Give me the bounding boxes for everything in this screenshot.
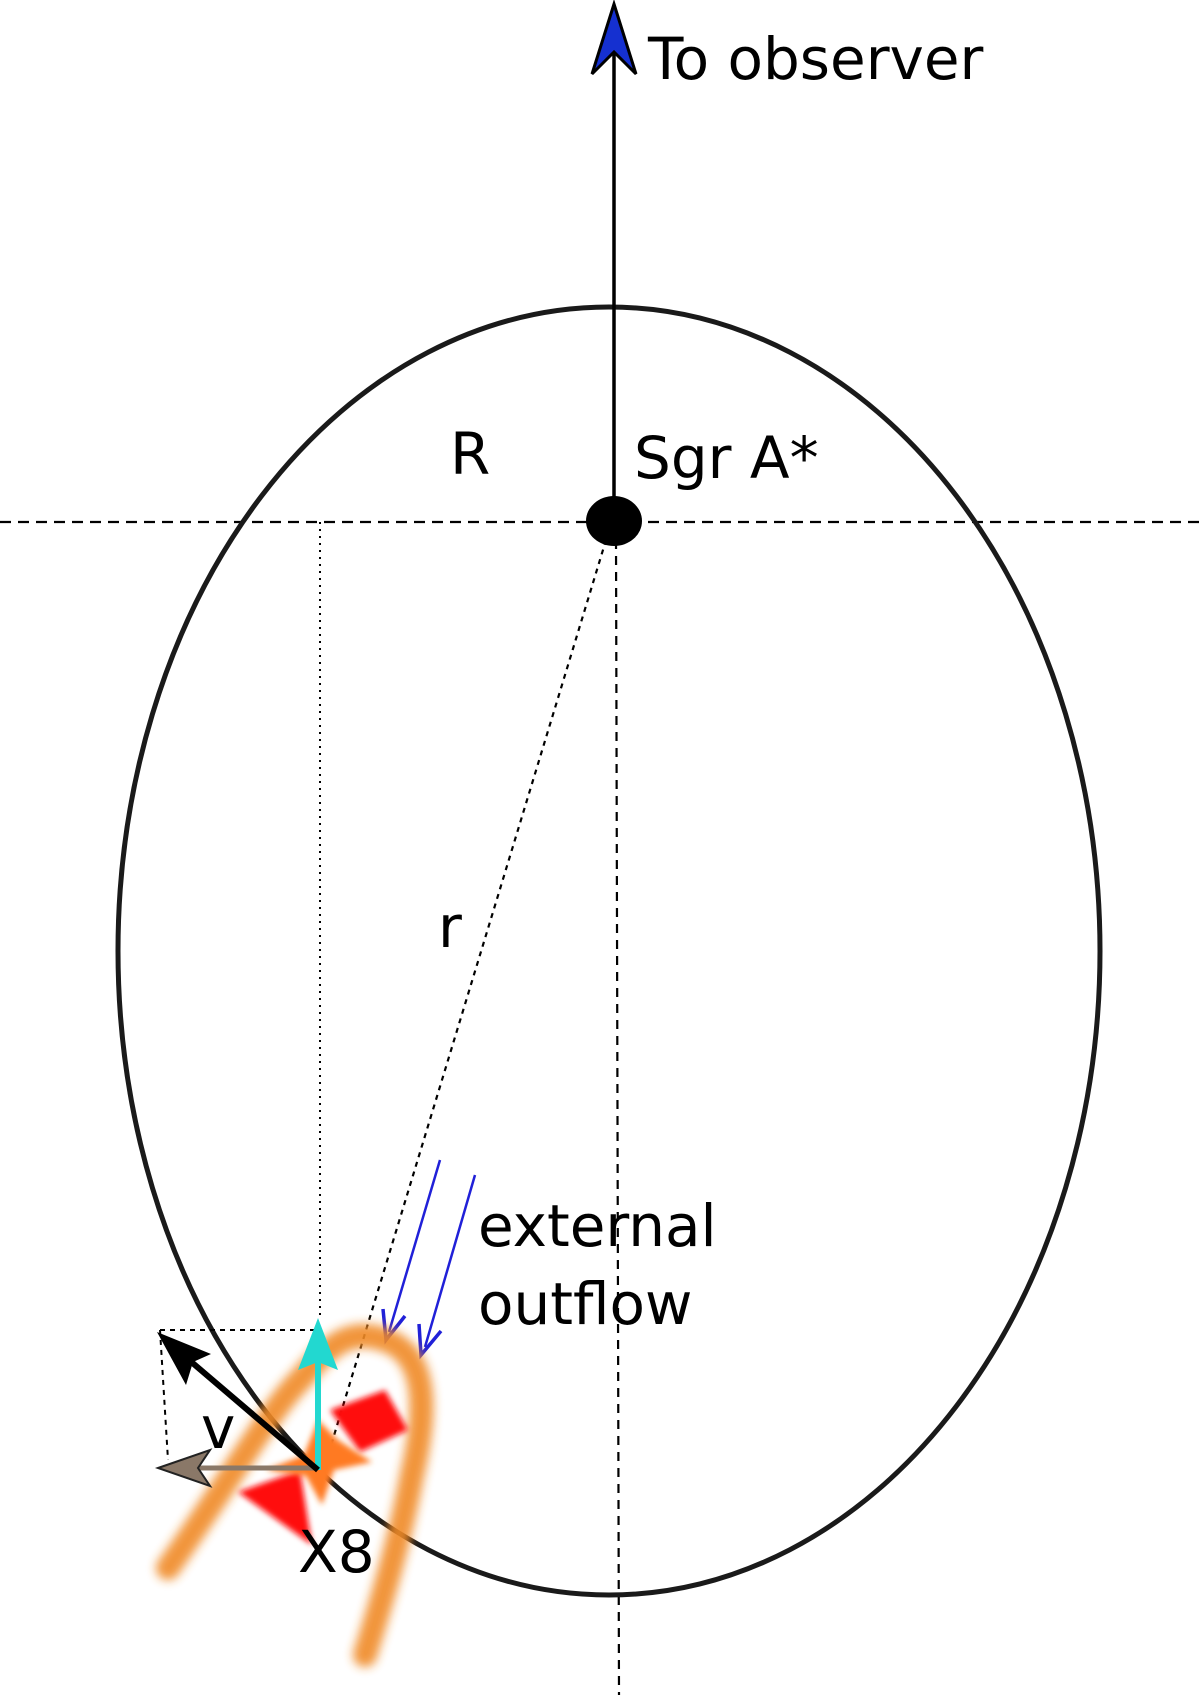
vertical-axis (614, 539, 621, 1695)
velocity-arrowhead (157, 1332, 211, 1385)
tail-lobe-upper (330, 1390, 408, 1452)
outflow-label-line2: outflow (478, 1270, 692, 1338)
velocity-arrow (173, 1345, 320, 1473)
radius-line (320, 539, 608, 1476)
velocity-box-side (159, 1329, 169, 1461)
outflow-arrows (381, 1159, 477, 1360)
orbit-ellipse (115, 304, 1103, 1598)
observer-label: To observer (647, 25, 984, 93)
x8-label: X8 (298, 1518, 375, 1586)
tangential-velocity-arrowhead (154, 1448, 213, 1488)
radial-velocity-arrowhead (298, 1318, 338, 1370)
sgr-a-star-dot (586, 496, 642, 546)
sgr-a-star-label: Sgr A* (634, 424, 819, 492)
bow-shock (156, 1323, 434, 1667)
tail-lobe-lower (238, 1470, 312, 1545)
distance-label: r (438, 893, 462, 961)
outflow-label-line1: external (478, 1192, 717, 1260)
velocity-label: v (201, 1394, 235, 1462)
observer-arrowhead (590, 0, 638, 76)
projected-radius-label: R (450, 420, 490, 488)
